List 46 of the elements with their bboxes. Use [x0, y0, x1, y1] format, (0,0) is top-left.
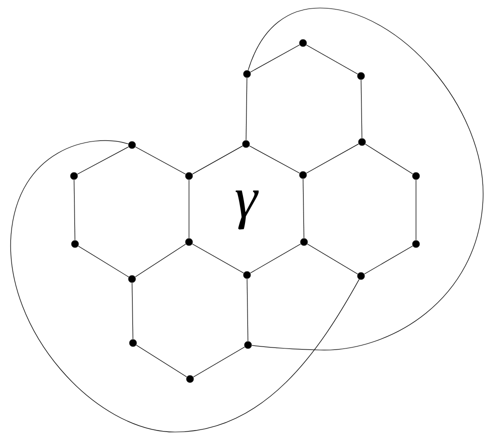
vertex-dot	[186, 375, 194, 383]
vertex-dot	[242, 140, 250, 148]
vertex-dot	[129, 339, 137, 347]
vertex-dot	[70, 172, 78, 180]
vertex-dot	[128, 275, 136, 283]
vertex-dot	[243, 271, 251, 279]
edge-line	[193, 346, 245, 378]
vertex-dot	[71, 240, 79, 248]
vertex-dot	[128, 141, 136, 149]
edge-line	[77, 146, 129, 174]
edge-line	[135, 244, 186, 278]
edge-line	[306, 44, 358, 74]
edge-line	[364, 246, 413, 274]
edge-line	[306, 144, 359, 174]
edge-line	[132, 282, 134, 340]
edge-line	[360, 80, 362, 138]
edge-line	[365, 144, 413, 174]
vertex-dot	[185, 238, 193, 246]
vertex-dot	[358, 138, 366, 146]
edge-line	[74, 180, 76, 240]
edge-line	[250, 244, 301, 274]
edge-line	[307, 244, 358, 274]
vertex-dot	[357, 272, 365, 280]
vertex-dot	[299, 171, 307, 179]
vertex-dot	[185, 172, 193, 180]
edge-line	[135, 146, 186, 174]
vertex-dot	[244, 341, 252, 349]
vertex-dot	[243, 70, 251, 78]
vertex-dot	[299, 39, 307, 47]
edge-line	[78, 246, 129, 278]
edge-line	[136, 344, 187, 378]
curved-edge	[10, 140, 360, 432]
edge-line	[188, 180, 190, 238]
edge-line	[246, 278, 248, 342]
face-label: γ	[236, 190, 259, 230]
edge-line	[246, 78, 248, 140]
vertex-dot	[412, 172, 420, 180]
edge-line	[192, 146, 243, 174]
edge-line	[192, 244, 244, 274]
edge-line	[250, 44, 300, 72]
edge-line	[302, 178, 304, 238]
vertex-dot	[357, 72, 365, 80]
edge-line	[249, 146, 300, 174]
vertex-dot	[300, 238, 308, 246]
vertex-dot	[412, 240, 420, 248]
curved-edge	[248, 8, 484, 350]
